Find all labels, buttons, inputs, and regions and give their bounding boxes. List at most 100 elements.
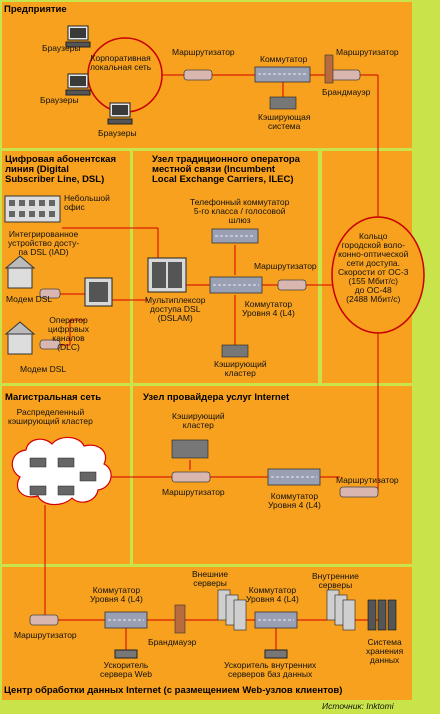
label-line: Небольшой	[64, 193, 110, 203]
label-line: Телефонный коммутатор	[190, 197, 290, 207]
dsl-modem-icon-2	[39, 339, 61, 350]
label-ent-router2: Маршрутизатор	[336, 47, 399, 57]
switch-icon-enterprise	[254, 66, 311, 83]
house-icon-1	[4, 255, 36, 289]
router-icon-dc	[29, 614, 59, 626]
panel-title-backbone: Магистральная сеть	[5, 392, 102, 403]
panel-title-dsl-line: линия (Digital	[5, 164, 69, 175]
label-storage: Система хранения данных	[366, 638, 403, 665]
label-line: серверы	[318, 580, 353, 590]
label-dc-l4-2: Коммутатор Уровня 4 (L4)	[246, 586, 299, 604]
external-servers-icon	[217, 589, 247, 631]
label-line: офис	[64, 202, 85, 212]
label-ilec-cache: Кэширующий кластер	[214, 360, 267, 378]
label-line: Уровня 4 (L4)	[246, 594, 299, 604]
label-line: кэширующий кластер	[8, 416, 93, 426]
web-accelerator-icon	[114, 649, 138, 659]
label-line: (2488 Мбит/с)	[346, 294, 401, 304]
dsl-modem-icon-1	[39, 288, 61, 299]
label-dsl-modem-2: Модем DSL	[20, 364, 67, 374]
label-caching-system: Кэширующая система	[258, 113, 310, 131]
label-line: (DSLAM)	[157, 313, 193, 323]
label-line: Кэширующий	[172, 411, 225, 421]
label-line: Интегрированное	[8, 229, 79, 239]
label-voice-switch: Телефонный коммутатор 5-го класса / голо…	[190, 198, 289, 225]
computer-icon-2	[65, 73, 91, 96]
label-small-office: Небольшой офис	[64, 194, 110, 212]
label-line: Распределенный	[16, 407, 85, 417]
label-line: (DLC)	[57, 342, 80, 352]
label-internal-servers: Внутренние серверы	[312, 572, 359, 590]
ilec-cache-icon	[221, 344, 249, 358]
label-browsers-3: Браузеры	[98, 128, 137, 138]
dslam-icon	[147, 257, 187, 293]
label-isp-router2: Маршрутизатор	[336, 475, 399, 485]
label-line: Кэширующий	[214, 359, 267, 369]
label-external-servers: Внешние серверы	[192, 570, 228, 588]
label-line: (155 Мбит/с)	[348, 276, 398, 286]
caching-system-icon	[269, 96, 297, 110]
label-web-accel: Ускоритель сервера Web	[100, 661, 152, 679]
label-dc-l4-1: Коммутатор Уровня 4 (L4)	[90, 586, 143, 604]
computer-icon-3	[107, 102, 133, 125]
metro-fiber-ring	[331, 216, 425, 334]
label-line: Коммутатор	[270, 491, 319, 501]
label-line: Ускоритель внутренних	[224, 660, 317, 670]
label-line: Уровня 4 (L4)	[268, 500, 321, 510]
router-icon-isp-2	[339, 486, 379, 498]
panel-title-ilec: Узел традиционного оператора местной свя…	[152, 155, 300, 185]
firewall-icon-enterprise	[324, 54, 334, 84]
label-line: до ОС-48	[354, 285, 392, 295]
label-dsl-modem-1: Модем DSL	[6, 294, 53, 304]
db-accelerator-icon	[264, 649, 288, 659]
label-line: серверов баз данных	[228, 669, 313, 679]
source-credit: Источник: Inktomi	[322, 701, 394, 711]
label-isp-router: Маршрутизатор	[162, 487, 225, 497]
label-line: Оператор	[49, 315, 88, 325]
label-line: Корпоративная	[90, 53, 151, 63]
label-line: сервера Web	[100, 669, 152, 679]
storage-icon	[367, 599, 397, 631]
dlc-cabinet-icon	[84, 277, 113, 307]
label-ent-switch: Коммутатор	[260, 54, 308, 64]
label-line: Мультиплексор	[145, 295, 206, 305]
label-db-accel: Ускоритель внутренних серверов баз данны…	[224, 661, 316, 679]
label-line: доступа DSL	[150, 304, 201, 314]
label-metro-ring: Кольцо городской воло- конно-оптической …	[338, 232, 409, 304]
label-line: Внешние	[192, 569, 229, 579]
label-corp-lan: Корпоративная локальная сеть	[90, 54, 151, 72]
panel-title-isp: Узел провайдера услуг Internet	[143, 392, 290, 403]
small-office-icon	[4, 195, 61, 223]
label-line: Система	[367, 637, 402, 647]
label-line: городской воло-	[341, 240, 405, 250]
label-line: кластер	[182, 420, 214, 430]
label-line: данных	[369, 655, 400, 665]
label-line: серверы	[193, 578, 227, 588]
label-line: устройство досту-	[8, 238, 80, 248]
isp-cache-icon	[171, 439, 209, 459]
label-browsers-1: Браузеры	[42, 43, 81, 53]
label-line: 5-го класса / голосовой	[193, 206, 286, 216]
computer-icon-1	[65, 25, 91, 48]
label-dlc: Оператор цифровых каналов (DLC)	[48, 316, 89, 352]
label-line: цифровых	[48, 324, 89, 334]
label-line: Коммутатор	[92, 585, 141, 595]
label-ilec-l4: Коммутатор Уровня 4 (L4)	[242, 300, 295, 318]
panel-title-datacenter: Центр обработки данных Internet (с разме…	[4, 685, 343, 696]
firewall-icon-dc	[174, 604, 186, 634]
links	[44, 37, 379, 652]
house-icon-2	[4, 321, 36, 355]
panel-datacenter	[2, 567, 412, 700]
label-ent-router: Маршрутизатор	[172, 47, 235, 57]
panel-title-ilec-line: местной связи (Incumbent	[152, 164, 276, 175]
label-line: шлюз	[228, 215, 251, 225]
label-line: Коммутатор	[248, 585, 297, 595]
label-line: система	[268, 121, 301, 131]
label-line: конно-оптической	[338, 249, 409, 259]
router-icon-enterprise-2	[329, 69, 361, 81]
label-line: Уровня 4 (L4)	[90, 594, 143, 604]
label-line: Кольцо	[359, 231, 388, 241]
label-dc-router: Маршрутизатор	[14, 630, 77, 640]
label-dslam: Мультиплексор доступа DSL (DSLAM)	[145, 296, 206, 323]
